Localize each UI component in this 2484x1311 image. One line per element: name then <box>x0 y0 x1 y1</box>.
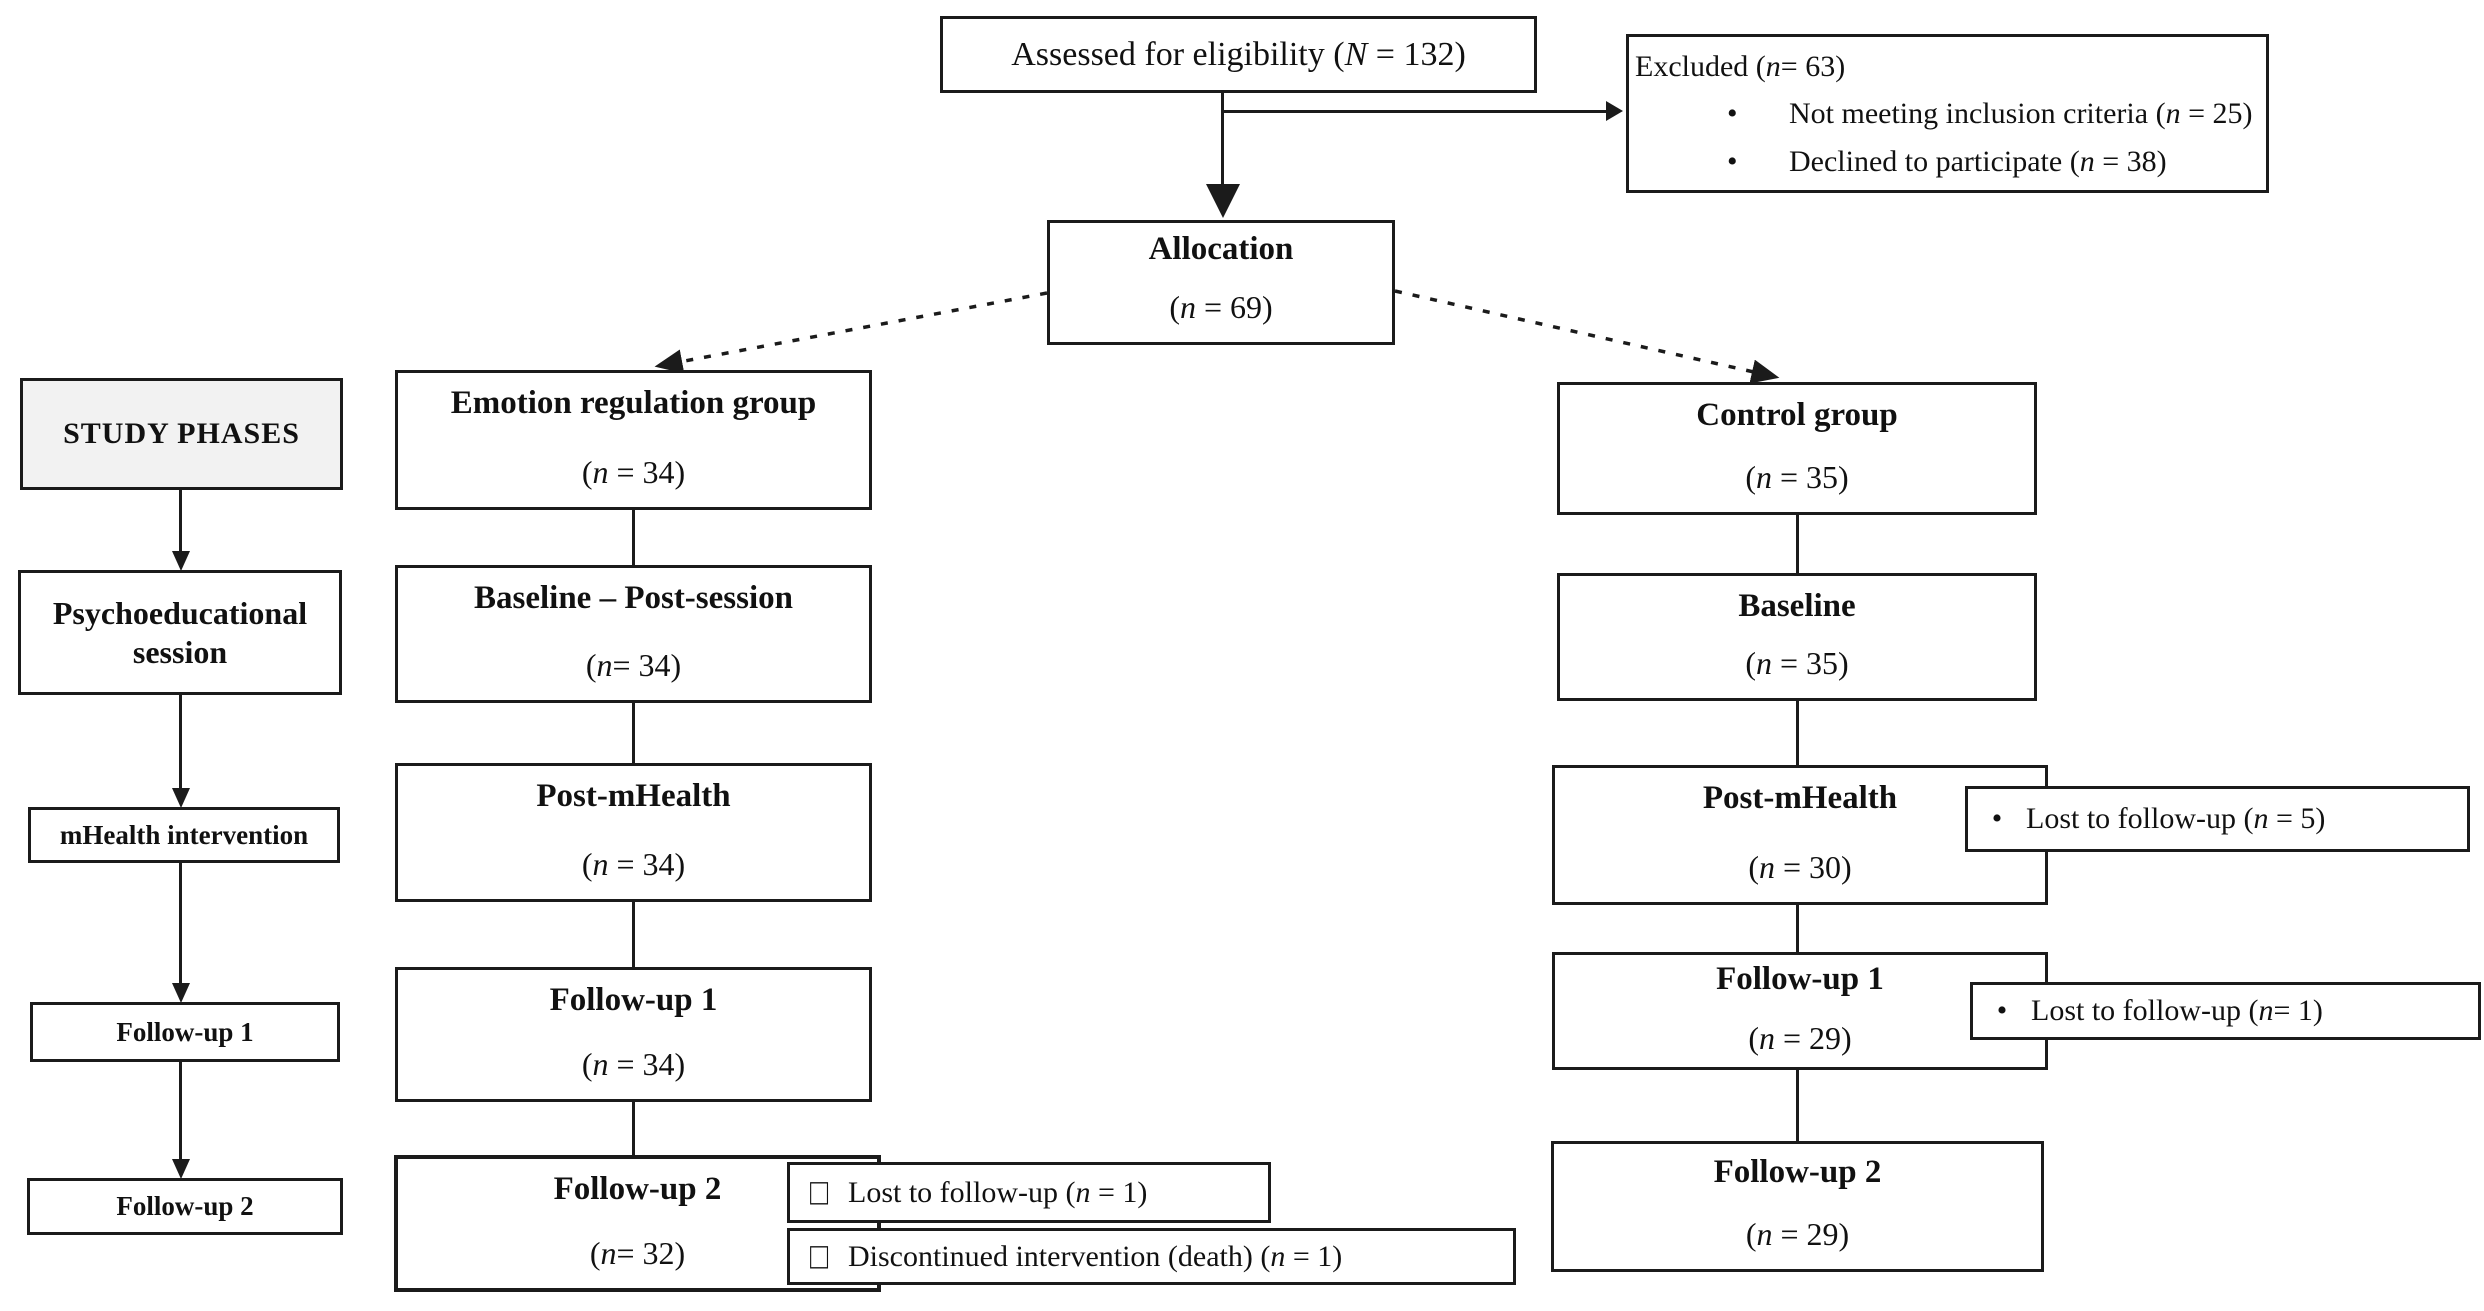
control-line-3 <box>1796 905 1799 952</box>
note-text: Discontinued intervention (death) (n = 1… <box>848 1239 1343 1273</box>
phase-line-3 <box>179 863 182 985</box>
control-followup1-box: Follow-up 1 (n = 29) <box>1552 952 2048 1070</box>
emotion-discontinued-note: □ Discontinued intervention (death) (n =… <box>787 1228 1516 1285</box>
emotion-followup2-n: (n= 32) <box>589 1235 686 1271</box>
emotion-group-box: Emotion regulation group (n = 34) <box>395 370 872 510</box>
control-followup1-title: Follow-up 1 <box>1716 961 1884 997</box>
control-followup1-lost-note: • Lost to follow-up (n= 1) <box>1970 982 2481 1040</box>
phase-box-mhealth: mHealth intervention <box>28 807 340 863</box>
phase-line-4 <box>179 1062 182 1161</box>
note-text: Lost to follow-up (n = 1) <box>848 1175 1148 1209</box>
square-bullet-icon: □ <box>809 1235 829 1277</box>
control-line-2 <box>1796 701 1799 765</box>
emotion-postmhealth-title: Post-mHealth <box>536 778 731 814</box>
control-group-title: Control group <box>1696 397 1898 433</box>
control-line-1 <box>1796 515 1799 573</box>
phase-box-followup1: Follow-up 1 <box>30 1002 340 1062</box>
control-group-n: (n = 35) <box>1745 459 1849 495</box>
assessed-to-allocation-line <box>1221 93 1224 186</box>
emotion-line-1 <box>632 510 635 565</box>
emotion-baseline-n: (n= 34) <box>585 647 682 683</box>
phase-label: mHealth intervention <box>59 819 309 850</box>
emotion-line-3 <box>632 902 635 967</box>
control-followup2-box: Follow-up 2 (n = 29) <box>1551 1141 2044 1272</box>
study-phases-header: STUDY PHASES <box>63 417 300 450</box>
excluded-item-text: Declined to participate (n = 38) <box>1789 144 2167 178</box>
allocation-to-emotion-dashed-arrow <box>654 291 1048 374</box>
allocation-title: Allocation <box>1148 231 1294 267</box>
excluded-item: • Declined to participate (n = 38) <box>1635 138 2258 185</box>
emotion-followup1-box: Follow-up 1 (n = 34) <box>395 967 872 1102</box>
emotion-postmhealth-box: Post-mHealth (n = 34) <box>395 763 872 902</box>
excluded-title: Excluded (n= 63) <box>1635 50 1846 83</box>
excluded-box: Excluded (n= 63) • Not meeting inclusion… <box>1626 34 2269 193</box>
phase-label: Psychoeducational session <box>52 595 308 670</box>
bullet-icon: • <box>1727 97 1738 131</box>
control-followup1-n: (n = 29) <box>1748 1020 1852 1056</box>
bullet-icon: • <box>1991 802 2003 835</box>
study-phases-header-box: STUDY PHASES <box>20 378 343 490</box>
phase-line-2 <box>179 695 182 790</box>
control-followup2-title: Follow-up 2 <box>1713 1154 1882 1190</box>
emotion-baseline-title: Baseline – Post-session <box>473 580 793 616</box>
note-text: Lost to follow-up (n= 1) <box>2031 994 2323 1027</box>
emotion-postmhealth-n: (n = 34) <box>581 846 686 882</box>
phase-arrowhead-2-icon <box>172 788 190 808</box>
bullet-icon: • <box>1727 144 1738 178</box>
bullet-icon: • <box>1996 994 2008 1027</box>
phase-line-1 <box>179 490 182 554</box>
emotion-lost-followup-note: □ Lost to follow-up (n = 1) <box>787 1162 1271 1223</box>
control-postmhealth-lost-note: • Lost to follow-up (n = 5) <box>1965 786 2470 852</box>
phase-label: Follow-up 1 <box>116 1016 254 1047</box>
phase-arrowhead-4-icon <box>172 1159 190 1179</box>
control-followup2-n: (n = 29) <box>1745 1216 1850 1252</box>
phase-box-followup2: Follow-up 2 <box>27 1178 343 1235</box>
phase-label: Follow-up 2 <box>116 1191 254 1221</box>
control-baseline-n: (n = 35) <box>1745 645 1849 681</box>
excluded-item-text: Not meeting inclusion criteria (n = 25) <box>1789 97 2253 131</box>
emotion-line-2 <box>632 703 635 763</box>
emotion-followup1-n: (n = 34) <box>581 1046 686 1082</box>
emotion-followup1-title: Follow-up 1 <box>549 982 718 1018</box>
allocation-to-control-dashed-arrow <box>1394 289 1780 384</box>
excluded-arrowhead-icon <box>1606 101 1623 121</box>
control-baseline-title: Baseline <box>1738 588 1856 624</box>
allocation-box: Allocation (n = 69) <box>1047 220 1395 345</box>
emotion-baseline-box: Baseline – Post-session (n= 34) <box>395 565 872 703</box>
control-baseline-box: Baseline (n = 35) <box>1557 573 2037 701</box>
control-line-4 <box>1796 1070 1799 1141</box>
emotion-group-n: (n = 34) <box>581 454 686 490</box>
emotion-followup2-title: Follow-up 2 <box>553 1171 722 1207</box>
phase-box-psychoeducational: Psychoeducational session <box>18 570 342 695</box>
square-bullet-icon: □ <box>809 1171 829 1213</box>
emotion-group-title: Emotion regulation group <box>450 385 817 421</box>
allocation-n: (n = 69) <box>1169 289 1273 325</box>
excluded-item: • Not meeting inclusion criteria (n = 25… <box>1635 90 2258 137</box>
control-postmhealth-title: Post-mHealth <box>1702 780 1898 816</box>
phase-arrowhead-3-icon <box>172 983 190 1003</box>
emotion-line-4 <box>632 1102 635 1155</box>
note-text: Lost to follow-up (n = 5) <box>2026 802 2326 835</box>
phase-arrowhead-1-icon <box>172 551 190 571</box>
assessed-to-excluded-line <box>1223 110 1606 113</box>
control-group-box: Control group (n = 35) <box>1557 382 2037 515</box>
assessed-box: Assessed for eligibility (N = 132) <box>940 16 1537 93</box>
allocation-arrowhead-icon <box>1206 184 1240 218</box>
control-postmhealth-n: (n = 30) <box>1748 849 1852 885</box>
assessed-label: Assessed for eligibility (N = 132) <box>1011 35 1466 73</box>
